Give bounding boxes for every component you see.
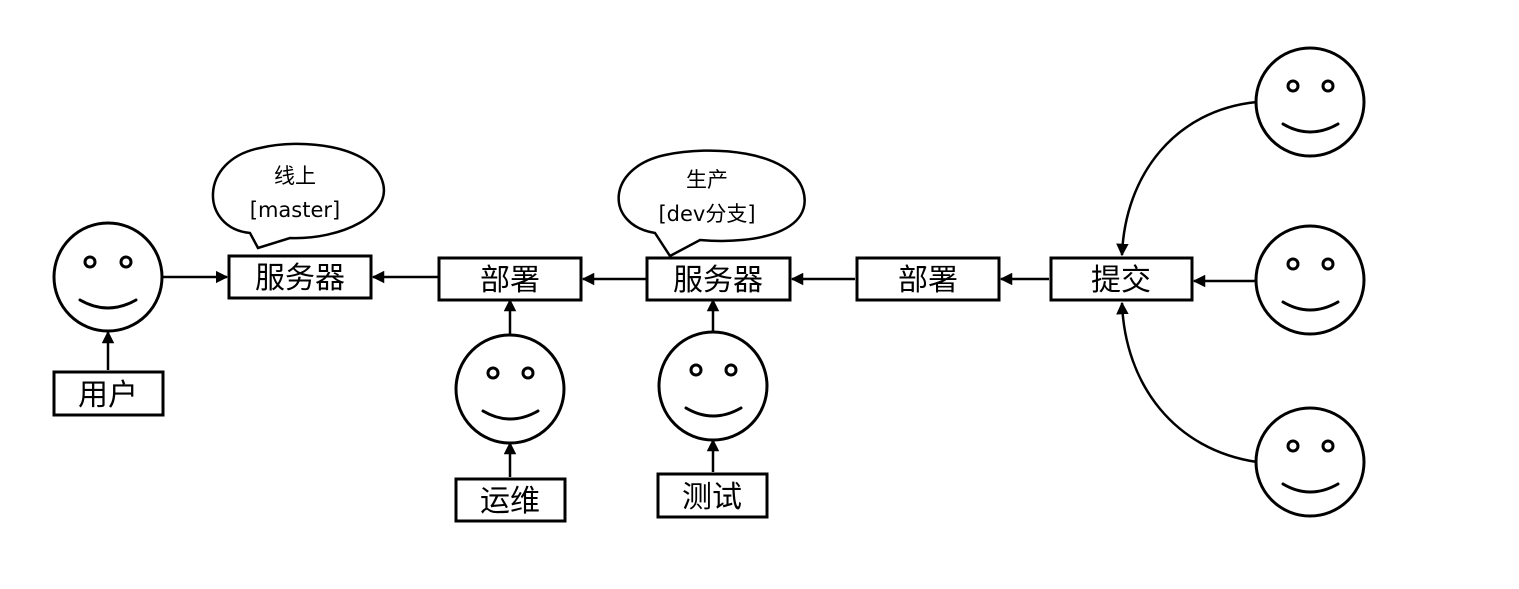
- box-ops-label: 运维: [480, 484, 540, 519]
- bubble-prod-line1: 线上: [274, 164, 316, 188]
- box-server-dev: 服务器: [645, 256, 792, 302]
- box-deploy-ops-label: 部署: [480, 263, 540, 298]
- speech-bubble-dev: 生产 [dev分支]: [617, 149, 806, 258]
- smiley-face-dev3-icon: [1254, 406, 1366, 518]
- box-commit-label: 提交: [1091, 263, 1151, 298]
- smiley-face-dev1-icon: [1254, 46, 1366, 158]
- box-commit: 提交: [1049, 256, 1194, 302]
- box-deploy-ops: 部署: [437, 256, 583, 302]
- box-server-prod: 服务器: [227, 254, 373, 300]
- box-test: 测试: [656, 472, 769, 519]
- smiley-face-user-icon: [52, 221, 164, 333]
- smiley-face-ops-icon: [454, 333, 566, 445]
- box-user: 用户: [52, 370, 165, 417]
- bubble-dev-line1: 生产: [686, 168, 728, 192]
- box-server-dev-label: 服务器: [673, 263, 763, 298]
- bubble-prod-line2: [master]: [250, 198, 340, 222]
- box-user-label: 用户: [78, 378, 138, 413]
- smiley-face-dev2-icon: [1254, 224, 1366, 336]
- bubble-dev-line2: [dev分支]: [658, 202, 755, 226]
- box-server-prod-label: 服务器: [255, 261, 345, 296]
- box-deploy-dev: 部署: [855, 256, 1001, 302]
- connectors: [101, 100, 1258, 477]
- speech-bubble-prod: 线上 [master]: [211, 142, 386, 250]
- box-test-label: 测试: [682, 480, 742, 515]
- box-ops: 运维: [454, 477, 567, 523]
- arrow-dev3-to-commit: [1116, 301, 1258, 464]
- smiley-face-test-icon: [657, 330, 769, 442]
- box-deploy-dev-label: 部署: [898, 263, 958, 298]
- arrow-dev1-to-commit: [1116, 100, 1258, 257]
